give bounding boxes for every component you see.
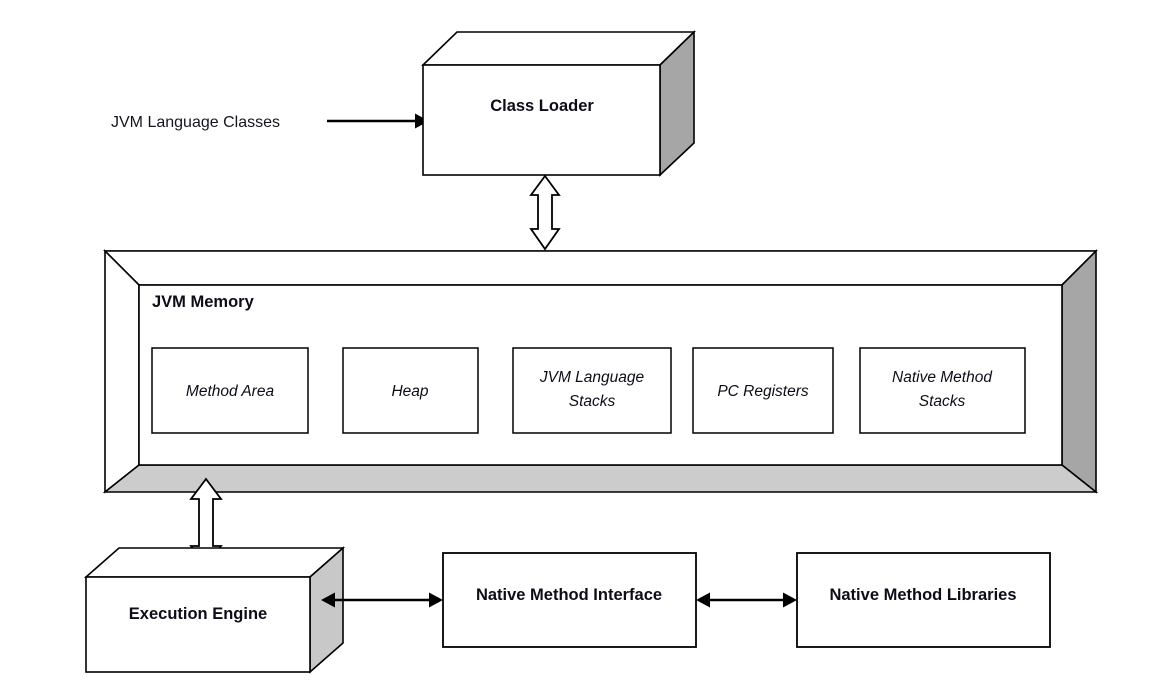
memory-area-label-line1: Method Area <box>186 383 275 400</box>
memory-area-label-line1: Native Method <box>892 369 993 386</box>
classes-to-loader-arrow <box>327 113 429 129</box>
native-method-libraries-label: Native Method Libraries <box>829 586 1016 604</box>
jvm-memory-top-face <box>103 250 1098 286</box>
memory-area-rect <box>692 347 834 434</box>
memory-area-rect <box>342 347 479 434</box>
hollow-double-arrow-vertical-top <box>529 174 561 251</box>
native-method-interface-rect <box>442 552 697 648</box>
memory-area-jvm-language-stacks: JVM Language Stacks <box>512 347 672 434</box>
memory-area-label-line2: Stacks <box>569 393 616 410</box>
interface-to-libraries-connector <box>696 592 797 608</box>
native-method-interface-box: Native Method Interface <box>442 552 697 648</box>
loader-to-memory-connector <box>529 174 561 251</box>
memory-area-pc-registers: PC Registers <box>692 347 834 434</box>
jvm-memory-bottom-face <box>102 464 1099 493</box>
class-loader-front-face <box>422 64 661 176</box>
memory-area-rect <box>512 347 672 434</box>
jvm-language-classes-label: JVM Language Classes <box>111 114 280 131</box>
jvm-memory-left-face <box>104 249 140 494</box>
execution-engine-box: Execution Engine <box>83 546 346 674</box>
memory-area-heap: Heap <box>342 347 479 434</box>
class-loader-label: Class Loader <box>490 97 594 115</box>
native-method-libraries-box: Native Method Libraries <box>796 552 1051 648</box>
jvm-language-classes-group: JVM Language Classes <box>111 113 429 131</box>
memory-area-label-line1: PC Registers <box>717 383 809 400</box>
jvm-memory-label: JVM Memory <box>152 293 255 311</box>
execution-engine-top-face <box>83 547 346 578</box>
jvm-memory-right-face <box>1061 249 1097 494</box>
jvm-memory-box: JVM Memory Method Area Heap JVM Language… <box>102 249 1099 494</box>
memory-area-rect <box>859 347 1026 434</box>
memory-area-label-line1: JVM Language <box>539 369 645 386</box>
engine-to-interface-connector <box>321 592 443 608</box>
memory-area-label-line2: Stacks <box>919 393 966 410</box>
class-loader-box: Class Loader <box>421 30 696 177</box>
native-method-interface-label: Native Method Interface <box>476 586 662 604</box>
native-method-libraries-rect <box>796 552 1051 648</box>
memory-area-rect <box>151 347 309 434</box>
memory-area-native-method-stacks: Native Method Stacks <box>859 347 1026 434</box>
execution-engine-label: Execution Engine <box>129 605 267 623</box>
execution-engine-front-face <box>85 576 311 673</box>
memory-area-label-line1: Heap <box>391 383 428 400</box>
memory-area-method-area: Method Area <box>151 347 309 434</box>
class-loader-top-face <box>421 31 696 66</box>
